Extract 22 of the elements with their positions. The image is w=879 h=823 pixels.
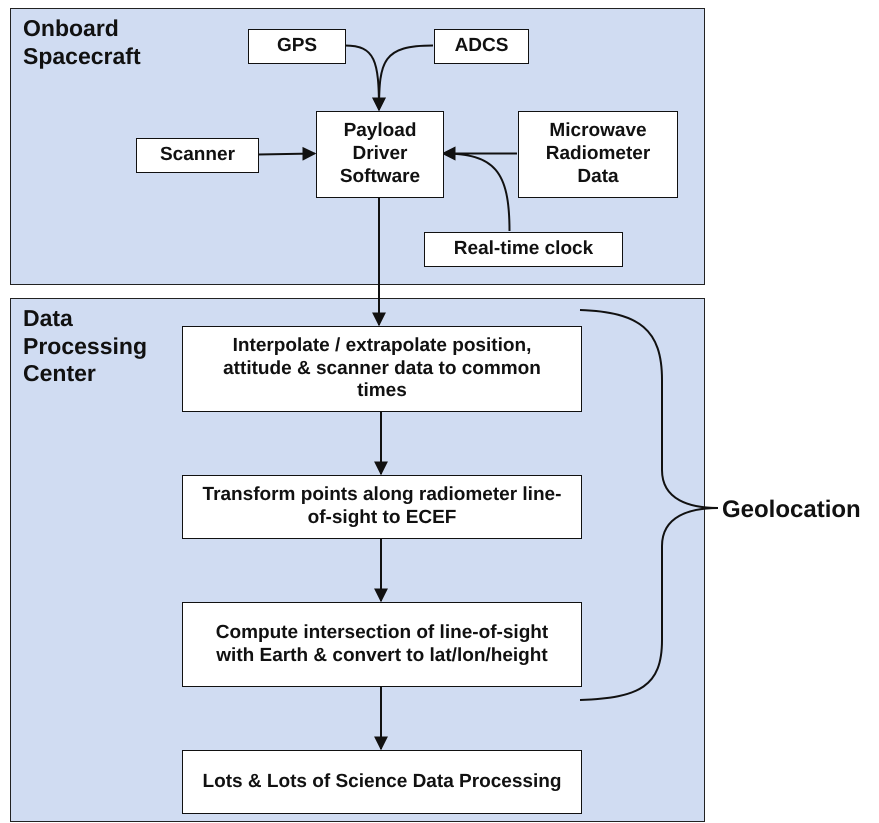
process-box: Lots & Lots of Science Data Processing xyxy=(182,750,582,814)
arrow xyxy=(372,44,434,112)
arrow xyxy=(372,197,386,326)
arrow xyxy=(374,686,388,750)
process-box: Payload Driver Software xyxy=(316,111,444,198)
process-box: Transform points along radiometer line-of-sight to ECEF xyxy=(182,475,582,539)
arrow xyxy=(442,146,510,232)
process-box: GPS xyxy=(248,29,346,64)
panel-heading: Onboard Spacecraft xyxy=(23,15,142,70)
process-box: Microwave Radiometer Data xyxy=(518,111,678,198)
group-panel xyxy=(10,298,705,822)
panel-heading: Data Processing Center xyxy=(23,305,148,388)
arrow xyxy=(374,538,388,602)
process-box: Scanner xyxy=(136,138,259,173)
process-box: Compute intersection of line-of-sight with Earth & convert to lat/lon/height xyxy=(182,602,582,687)
process-box: ADCS xyxy=(434,29,529,64)
process-box: Real-time clock xyxy=(424,232,623,267)
arrow xyxy=(258,146,316,161)
process-box: Interpolate / extrapolate position, attitude & scanner data to common times xyxy=(182,326,582,412)
bracket-label: Geolocation xyxy=(722,496,861,524)
arrow xyxy=(374,411,388,476)
group-panel xyxy=(10,8,705,285)
